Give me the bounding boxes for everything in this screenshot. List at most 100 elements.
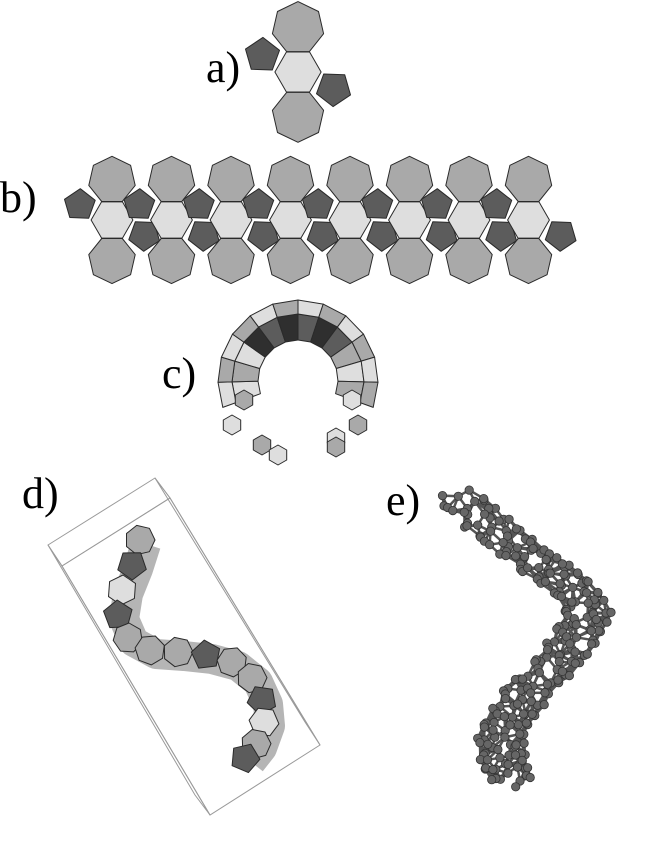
- atom: [528, 543, 538, 554]
- pentagon: [64, 188, 96, 219]
- atom: [594, 626, 604, 636]
- atom: [555, 579, 565, 589]
- atom: [557, 666, 568, 677]
- ribbon-cell: [117, 552, 147, 581]
- atom: [534, 562, 544, 573]
- atom: [513, 720, 524, 730]
- heptagon: [88, 238, 136, 285]
- atom: [517, 674, 528, 684]
- panel-b-strip: [64, 155, 577, 285]
- atom: [525, 772, 535, 783]
- atom: [557, 559, 568, 569]
- atom: [586, 626, 596, 636]
- atom: [499, 711, 509, 722]
- atom: [475, 738, 485, 748]
- atom: [586, 639, 597, 649]
- hexagon: [274, 51, 322, 93]
- ring-leg-cell: [326, 436, 346, 458]
- panel-d-helix-in-box: [47, 477, 321, 816]
- ribbon-cell: [163, 636, 194, 668]
- atom: [582, 649, 592, 659]
- panel-a-unit-cell: [245, 1, 351, 143]
- atom: [510, 750, 521, 760]
- atom: [568, 582, 578, 593]
- atom: [462, 521, 472, 531]
- atom: [437, 490, 448, 501]
- ribbon-cell: [126, 524, 156, 556]
- ring-leg-cell: [342, 389, 362, 411]
- atom: [572, 568, 583, 578]
- heptagon: [385, 238, 434, 285]
- panel-label-b: b): [0, 173, 37, 222]
- atom: [512, 699, 523, 709]
- atom: [519, 551, 530, 562]
- atom: [512, 543, 522, 553]
- atom: [552, 553, 562, 563]
- atom: [534, 668, 545, 678]
- atom: [512, 762, 523, 772]
- heptagon: [271, 1, 325, 53]
- ring-leg-cell: [252, 434, 272, 456]
- atom: [504, 514, 514, 524]
- ribbon-cell: [216, 647, 247, 678]
- pentagon: [361, 188, 394, 219]
- atom: [495, 753, 505, 763]
- atom: [503, 759, 513, 770]
- heptagon: [88, 155, 136, 202]
- ring-leg-cell: [268, 444, 288, 466]
- atom: [500, 732, 510, 742]
- atom: [470, 496, 480, 506]
- ring-leg-cell: [222, 414, 242, 436]
- atom: [517, 755, 527, 766]
- atom: [522, 563, 533, 573]
- heptagon: [504, 238, 553, 285]
- atom: [503, 768, 513, 778]
- atom: [479, 722, 489, 732]
- atom: [483, 739, 493, 749]
- atom: [564, 670, 575, 681]
- atom: [464, 485, 474, 495]
- ring-rim-segment: [272, 299, 299, 318]
- heptagon: [326, 155, 374, 202]
- box-edge: [47, 544, 211, 816]
- pentagon: [245, 36, 280, 71]
- atom: [583, 577, 593, 587]
- atom: [448, 505, 458, 516]
- atom: [473, 520, 483, 530]
- panel-label-e: e): [386, 476, 420, 525]
- panel-label-d: d): [22, 469, 59, 518]
- atom: [493, 744, 503, 755]
- atom: [565, 639, 575, 649]
- atom: [526, 696, 536, 706]
- atom: [527, 709, 537, 719]
- atom: [599, 595, 609, 606]
- ribbon-cell: [134, 635, 165, 666]
- atom: [487, 775, 497, 785]
- atom: [571, 620, 581, 630]
- atom: [542, 679, 553, 689]
- ribbon-cell: [190, 639, 221, 669]
- atom: [556, 591, 567, 602]
- atom: [507, 712, 518, 722]
- atom: [553, 675, 563, 685]
- heptagon: [271, 91, 325, 143]
- atom: [606, 607, 616, 618]
- atom: [498, 537, 508, 548]
- pentagon: [421, 188, 453, 219]
- heptagon: [266, 238, 315, 285]
- atom: [511, 740, 521, 750]
- atom: [488, 725, 498, 735]
- atom: [453, 491, 463, 501]
- ring-rim-segment: [360, 356, 379, 383]
- atom: [511, 782, 521, 792]
- heptagon: [326, 238, 374, 285]
- atom: [518, 709, 529, 719]
- panel-c-ring: [217, 299, 379, 466]
- atom: [541, 554, 551, 565]
- pentagon: [183, 188, 215, 219]
- ribbon-cell: [103, 599, 133, 629]
- heptagon: [385, 155, 434, 202]
- atom: [479, 509, 490, 519]
- atom: [539, 700, 549, 710]
